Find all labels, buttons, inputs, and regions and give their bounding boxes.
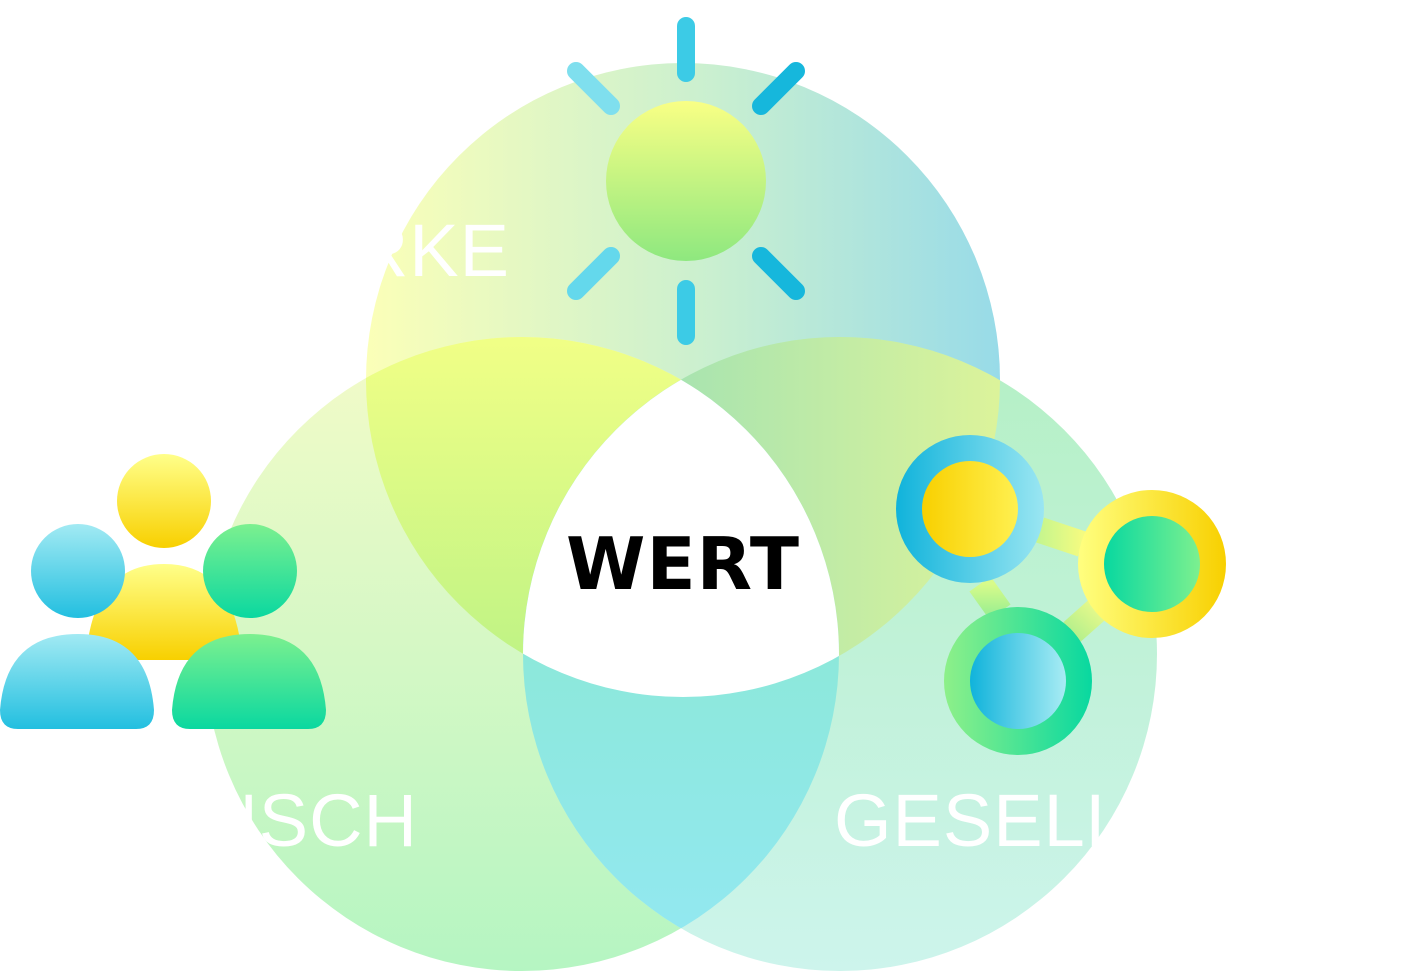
venn-center-region: [523, 337, 839, 697]
sun-icon: [522, 17, 851, 345]
people-icon: [0, 454, 326, 729]
center-label: WERT: [566, 522, 800, 606]
network-icon: [896, 435, 1226, 755]
set-label-left: NSCH: [204, 779, 418, 862]
set-label-top: RKE: [355, 209, 510, 292]
set-label-right: GESELL: [834, 779, 1128, 862]
